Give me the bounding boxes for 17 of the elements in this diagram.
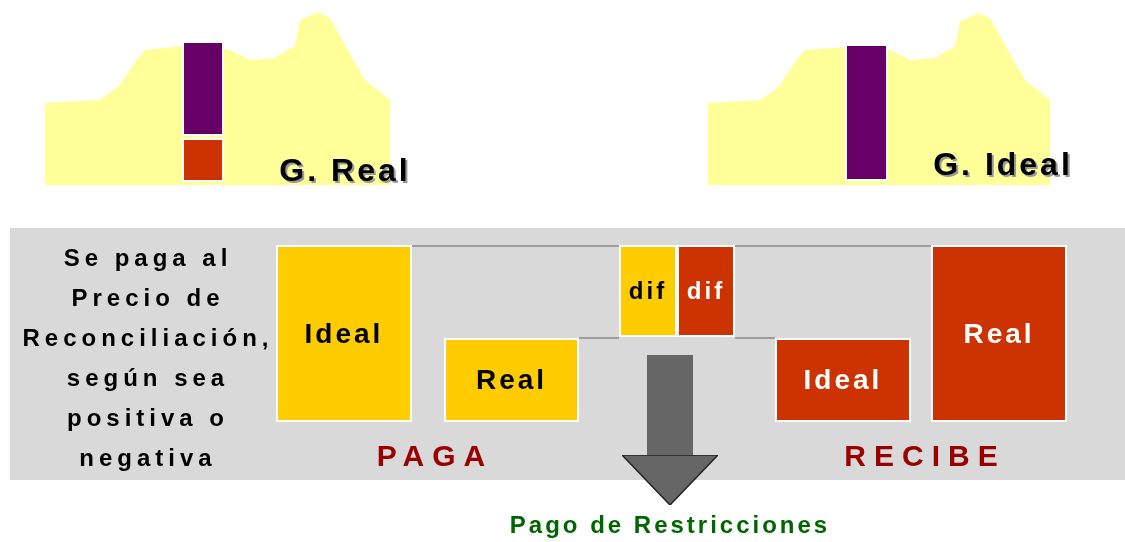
- label-text: RECIBE: [843, 438, 1007, 474]
- label-text: Se paga al Precio de Reconciliación, según sea positiva o negativa: [21, 243, 275, 473]
- connector-line: [734, 337, 776, 339]
- label-text: PAGA: [375, 438, 495, 474]
- label-text: G. Ideal: [932, 145, 1074, 184]
- connector-line: [411, 245, 620, 247]
- label-text: G. Real: [278, 151, 412, 190]
- block: dif: [619, 245, 677, 337]
- block: dif: [677, 245, 735, 337]
- arrow: [621, 355, 719, 506]
- caption-text: Pago de Restricciones: [470, 508, 870, 542]
- block: Real: [931, 245, 1067, 422]
- connector-line: [734, 245, 932, 247]
- connector-line: [578, 337, 620, 339]
- block: Ideal: [775, 338, 911, 422]
- block: Ideal: [276, 245, 412, 422]
- block: Real: [444, 338, 579, 422]
